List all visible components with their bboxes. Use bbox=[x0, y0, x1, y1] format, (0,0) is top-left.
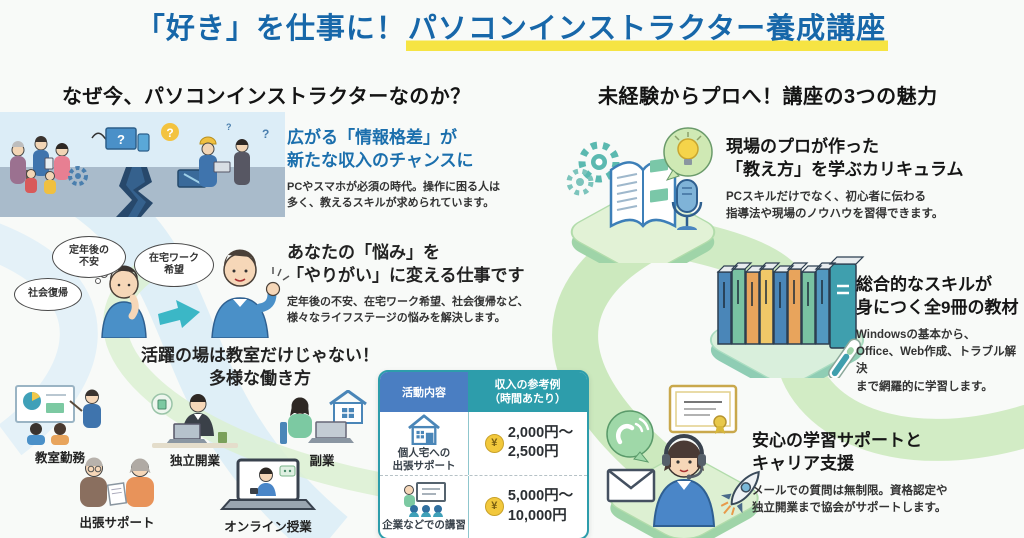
income-cell: ¥ 2,000円〜 2,500円 bbox=[468, 412, 587, 475]
income-value: 2,000円〜 2,500円 bbox=[507, 424, 574, 461]
header-income: 収入の参考例 （時間あたり） bbox=[468, 372, 587, 412]
worry-bubble-reentry: 社会復帰 bbox=[14, 278, 82, 311]
yen-coin-icon: ¥ bbox=[484, 497, 504, 517]
work-style-label: 出張サポート bbox=[79, 516, 155, 530]
feature-curriculum: 現場のプロが作った 「教え方」を学ぶカリキュラム PCスキルだけでなく、初心者に… bbox=[726, 136, 994, 223]
worry-bubble-retirement: 定年後の 不安 bbox=[52, 236, 126, 278]
digital-divide-illustration: ? ? ? ? bbox=[0, 112, 285, 217]
title-prefix: 「好き」を仕事に！ bbox=[135, 13, 406, 45]
question-mark: ? bbox=[166, 126, 173, 140]
right-section-header: 未経験からプロへ！講座の3つの魅力 bbox=[598, 86, 938, 108]
onsite-support-icon bbox=[80, 457, 154, 507]
work-style-online-class: オンライン授業 bbox=[214, 458, 322, 535]
point2-body: 定年後の不安、在宅ワーク希望、社会復帰など、 様々なライフステージの悩みを解決し… bbox=[287, 295, 529, 325]
side-job-icon bbox=[280, 390, 367, 444]
activity-cell: 個人宅への 出張サポート bbox=[380, 412, 468, 475]
income-cell: ¥ 5,000円〜 10,000円 bbox=[468, 475, 587, 538]
income-table: 活動内容 収入の参考例 （時間あたり） 個人宅への 出張サポート ¥ 2,000… bbox=[378, 370, 589, 538]
curriculum-icon bbox=[566, 127, 716, 263]
question-mark: ? bbox=[262, 127, 269, 141]
worries-illustration bbox=[65, 249, 290, 338]
table-row: 個人宅への 出張サポート ¥ 2,000円〜 2,500円 bbox=[380, 412, 587, 475]
point-turn-worry: あなたの「悩み」を 「やりがい」に変える仕事です 定年後の不安、在宅ワーク希望、… bbox=[287, 242, 557, 327]
work-style-label: オンライン授業 bbox=[224, 520, 312, 534]
yen-coin-icon: ¥ bbox=[484, 433, 504, 453]
point2-heading: あなたの「悩み」を 「やりがい」に変える仕事です bbox=[287, 243, 525, 285]
work-style-classroom: 教室勤務 bbox=[8, 383, 112, 466]
training-icon bbox=[404, 481, 446, 517]
support-icon bbox=[606, 384, 760, 538]
work-style-label: 教室勤務 bbox=[34, 451, 85, 465]
question-mark: ? bbox=[226, 122, 232, 132]
income-value: 5,000円〜 10,000円 bbox=[507, 488, 574, 524]
online-class-icon bbox=[219, 458, 317, 510]
point3-heading: 活躍の場は教室だけじゃない！ 多様な働き方 bbox=[141, 346, 379, 388]
activity-label: 個人宅への 出張サポート bbox=[392, 446, 456, 473]
activity-cell: 企業などでの講習 bbox=[380, 476, 468, 538]
feature-textbooks: 総合的なスキルが 身につく全9冊の教材 Windowsの基本から、 Office… bbox=[856, 274, 1022, 396]
point-info-gap: 広がる「情報格差」が 新たな収入のチャンスに PCやスマホが必須の時代。操作に困… bbox=[287, 127, 542, 212]
activity-label: 企業などでの講習 bbox=[382, 518, 466, 531]
work-style-side-job: 副業 bbox=[276, 390, 368, 469]
work-style-label: 副業 bbox=[309, 454, 335, 468]
worry-bubble-remote-work: 在宅ワーク 希望 bbox=[134, 243, 214, 287]
feature1-body: PCスキルだけでなく、初心者に伝わる 指導法や現場のノウハウを習得できます。 bbox=[726, 190, 944, 221]
work-style-onsite-support: 出張サポート bbox=[64, 452, 170, 531]
feature-support: 安心の学習サポートと キャリア支援 メールでの質問は無制限。資格認定や 独立開業… bbox=[752, 430, 1010, 517]
income-table-header: 活動内容 収入の参考例 （時間あたり） bbox=[380, 372, 587, 412]
work-style-independent: 独立開業 bbox=[146, 392, 244, 469]
feature2-body: Windowsの基本から、 Office、Web作成、トラブル解決 まで網羅的に… bbox=[856, 328, 1017, 393]
feature3-heading: 安心の学習サポートと キャリア支援 bbox=[752, 431, 922, 473]
question-mark: ? bbox=[117, 132, 125, 147]
feature2-heading: 総合的なスキルが 身につく全9冊の教材 bbox=[856, 275, 1019, 317]
page-title: 「好き」を仕事に！パソコンインストラクター養成講座 bbox=[0, 5, 1024, 51]
header-activity: 活動内容 bbox=[380, 372, 468, 412]
work-style-label: 独立開業 bbox=[169, 454, 220, 468]
independent-business-icon bbox=[151, 393, 238, 448]
point1-heading: 広がる「情報格差」が 新たな収入のチャンスに bbox=[287, 128, 474, 170]
feature1-heading: 現場のプロが作った 「教え方」を学ぶカリキュラム bbox=[726, 137, 964, 179]
feature3-body: メールでの質問は無制限。資格認定や 独立開業まで協会がサポートします。 bbox=[752, 484, 948, 515]
title-highlight: パソコンインストラクター養成講座 bbox=[405, 13, 889, 51]
table-row: 企業などでの講習 ¥ 5,000円〜 10,000円 bbox=[380, 474, 587, 538]
textbooks-icon bbox=[709, 256, 865, 378]
house-icon bbox=[408, 414, 440, 445]
point1-body: PCやスマホが必須の時代。操作に困る人は 多く、教えるスキルが求められています。 bbox=[287, 180, 500, 210]
classroom-icon bbox=[15, 385, 101, 445]
left-section-header: なぜ今、パソコンインストラクターなのか？ bbox=[62, 86, 471, 108]
